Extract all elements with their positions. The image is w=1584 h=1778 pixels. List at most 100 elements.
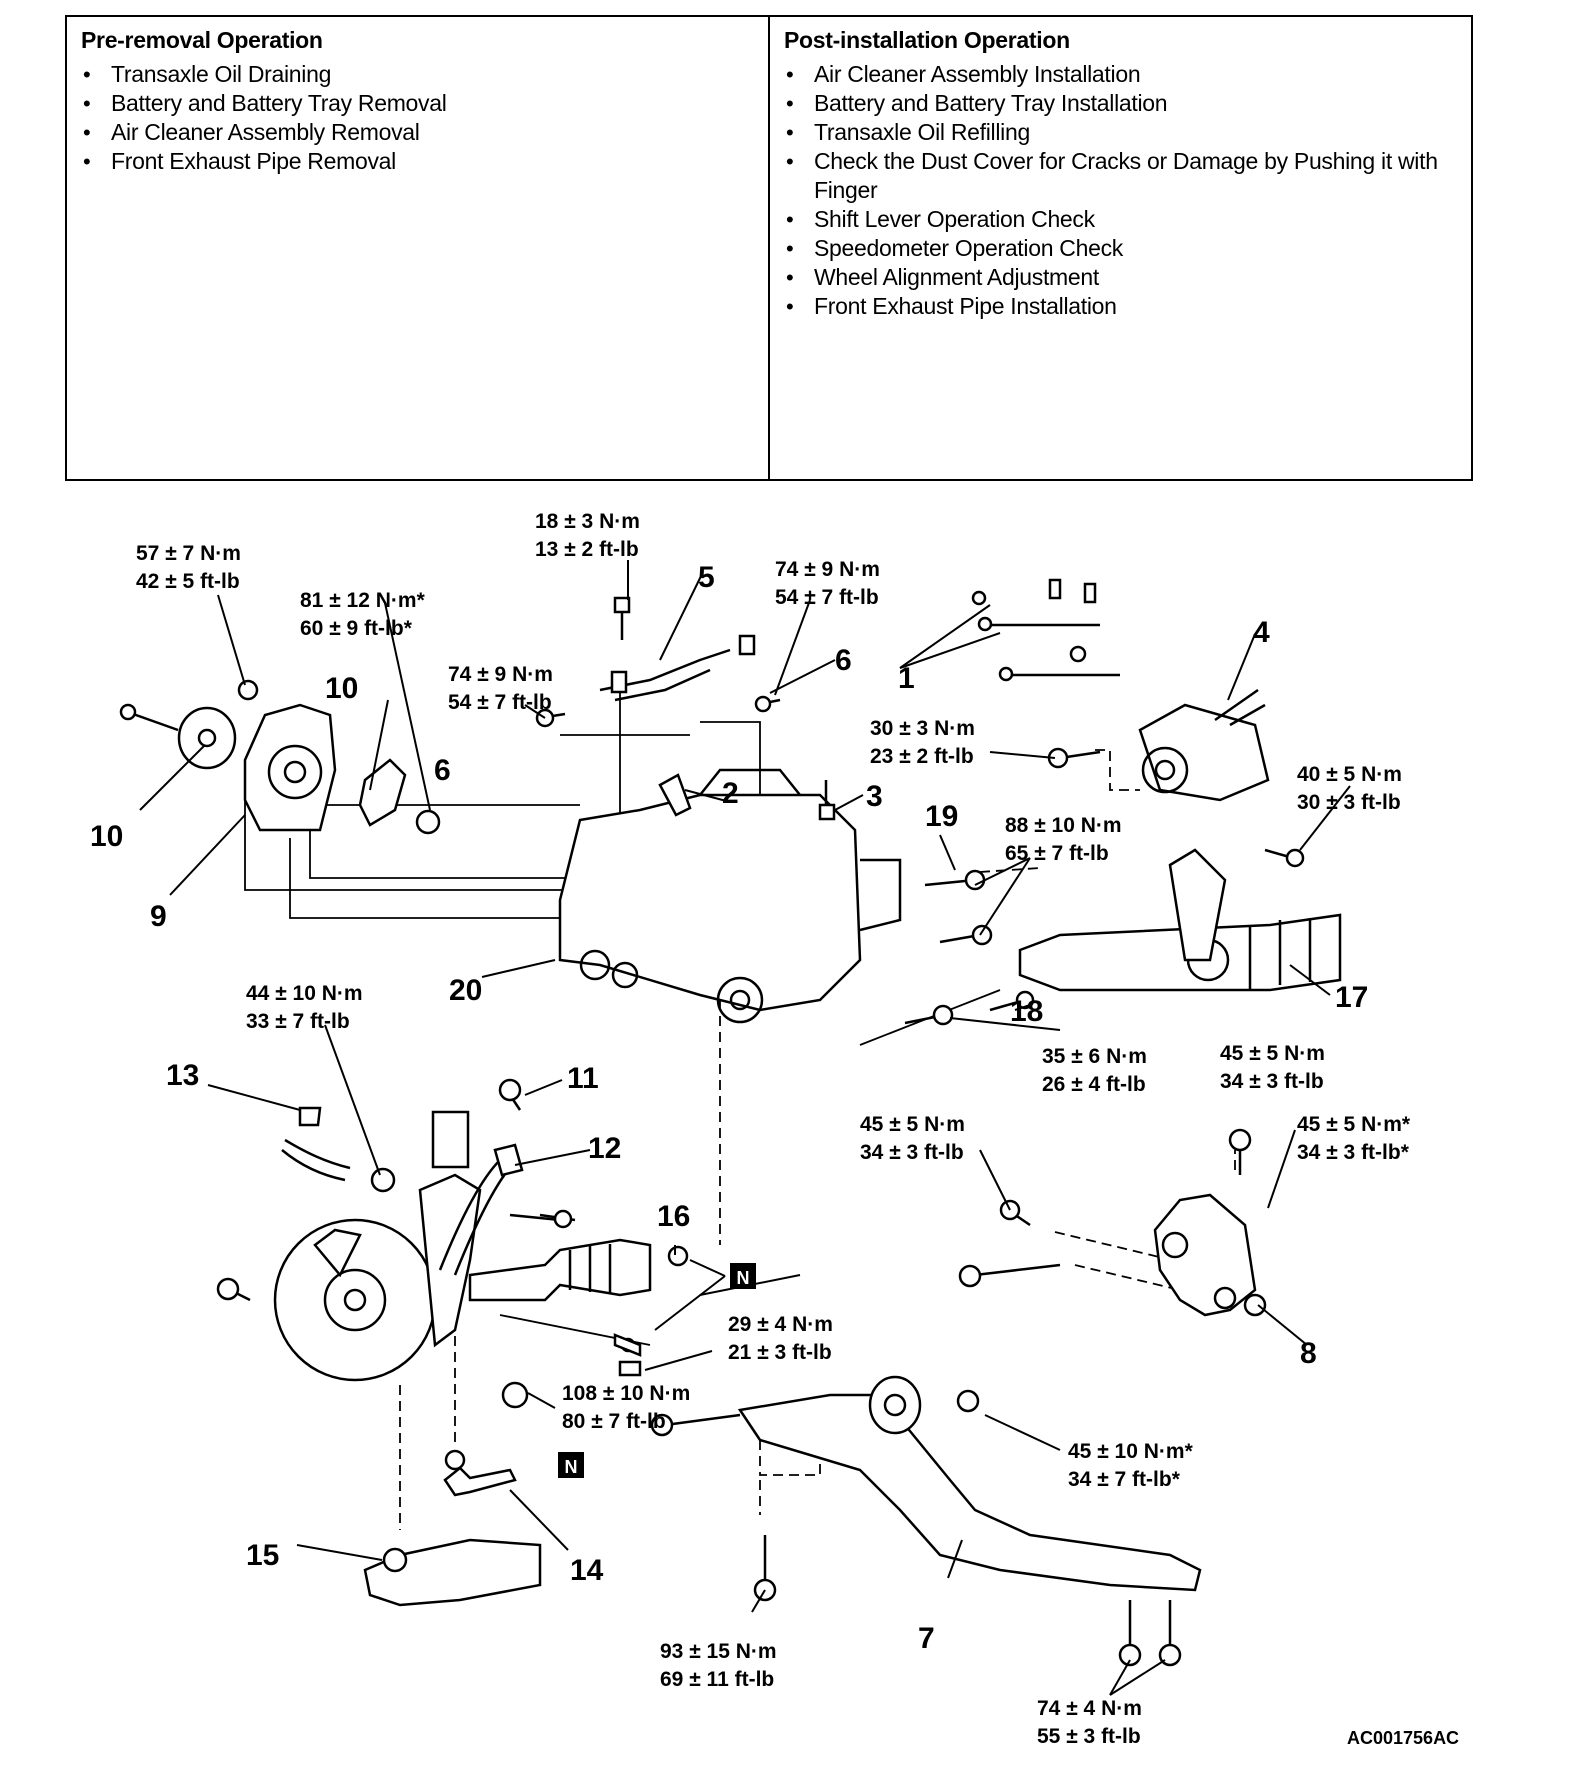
torque-label-nm: 29 ± 4 N·m (728, 1313, 833, 1336)
part-number: 11 (567, 1062, 599, 1095)
torque-label-ftlb: 26 ± 4 ft-lb (1042, 1073, 1146, 1096)
figure-code: AC001756AC (1347, 1728, 1459, 1748)
pre-removal-item: Air Cleaner Assembly Removal (81, 118, 754, 147)
part-number: 7 (918, 1622, 935, 1655)
torque-label-nm: 44 ± 10 N·m (246, 982, 363, 1005)
torque-label-ftlb: 65 ± 7 ft-lb (1005, 842, 1109, 865)
leader-lines (139, 560, 1351, 1696)
torque-label-ftlb: 34 ± 7 ft-lb* (1068, 1468, 1181, 1491)
part-number: 18 (1010, 995, 1043, 1028)
post-installation-item: Speedometer Operation Check (784, 234, 1457, 263)
torque-label-nm: 74 ± 9 N·m (448, 663, 553, 686)
post-installation-item: Air Cleaner Assembly Installation (784, 60, 1457, 89)
torque-label-ftlb: 42 ± 5 ft-lb (136, 570, 240, 593)
pre-removal-item: Front Exhaust Pipe Removal (81, 147, 754, 176)
mount-nut (237, 679, 441, 835)
torque-label-nm: 81 ± 12 N·m* (300, 589, 426, 612)
n-mark-box (730, 1263, 756, 1289)
n-mark: N (565, 1457, 578, 1477)
torque-label-nm: 45 ± 5 N·m (1220, 1042, 1325, 1065)
part-number: 4 (1253, 616, 1270, 649)
engine-mount (1153, 1193, 1267, 1317)
operations-table: Pre-removal Operation Transaxle Oil Drai… (65, 15, 1473, 481)
torque-label-ftlb: 33 ± 7 ft-lb (246, 1010, 350, 1033)
post-installation-item: Battery and Battery Tray Installation (784, 89, 1457, 118)
torque-label-ftlb: 23 ± 2 ft-lb (870, 745, 974, 768)
assembly-guides (244, 675, 1236, 1530)
torque-label-nm: 93 ± 15 N·m (660, 1640, 777, 1663)
torque-label-ftlb: 13 ± 2 ft-lb (535, 538, 639, 561)
torque-label-ftlb: 54 ± 7 ft-lb (448, 691, 552, 714)
transaxle-mount-bracket (243, 703, 337, 832)
part-number: 1 (898, 662, 915, 695)
pre-removal-item: Battery and Battery Tray Removal (81, 89, 754, 118)
torque-label-ftlb: 69 ± 11 ft-lb (660, 1668, 774, 1691)
knuckle-assembly (273, 1110, 482, 1382)
post-installation-column: Post-installation Operation Air Cleaner … (770, 17, 1471, 479)
drive-shaft (1018, 848, 1342, 992)
torque-label-nm: 74 ± 9 N·m (775, 558, 880, 581)
pre-removal-column: Pre-removal Operation Transaxle Oil Drai… (67, 17, 770, 479)
sensor-and-bracket (281, 1106, 351, 1182)
torque-label-nm: 45 ± 5 N·m* (1297, 1113, 1411, 1136)
harness-connectors (599, 596, 756, 702)
torque-label-nm: 45 ± 5 N·m (860, 1113, 965, 1136)
part-number: 2 (722, 777, 739, 810)
torque-label-ftlb: 80 ± 7 ft-lb (562, 1410, 666, 1433)
torque-label-ftlb: 34 ± 3 ft-lb (860, 1141, 964, 1164)
part-number: 14 (570, 1554, 604, 1587)
outer-drive-shaft (468, 1238, 689, 1302)
crossmember (737, 1375, 1202, 1592)
cables (971, 578, 1120, 682)
bolts-group (216, 695, 1305, 1667)
part-number-callouts: 1 2 3 4 5 6 6 7 8 9 10 10 11 12 13 14 15… (90, 561, 1368, 1655)
n-mark: N (737, 1268, 750, 1288)
torque-label-ftlb: 54 ± 7 ft-lb (775, 586, 879, 609)
post-installation-item: Transaxle Oil Refilling (784, 118, 1457, 147)
pre-removal-list: Transaxle Oil Draining Battery and Batte… (81, 60, 754, 176)
part-number: 5 (698, 561, 715, 594)
part-number: 6 (434, 754, 451, 787)
post-installation-heading: Post-installation Operation (784, 27, 1070, 53)
torque-label-ftlb: 55 ± 3 ft-lb (1037, 1725, 1141, 1748)
torque-label-nm: 57 ± 7 N·m (136, 542, 241, 565)
part-number: 6 (835, 644, 852, 677)
mount-stopper-washer (119, 703, 237, 770)
part-number: 9 (150, 900, 167, 933)
post-installation-item: Wheel Alignment Adjustment (784, 263, 1457, 292)
post-installation-item: Check the Dust Cover for Cracks or Damag… (784, 147, 1457, 205)
n-mark-box (558, 1452, 584, 1478)
pre-removal-item: Transaxle Oil Draining (81, 60, 754, 89)
post-installation-item: Front Exhaust Pipe Installation (784, 292, 1457, 321)
part-number: 10 (325, 672, 358, 705)
torque-label-nm: 74 ± 4 N·m (1037, 1697, 1142, 1720)
transaxle-case (558, 768, 902, 1024)
torque-label-nm: 40 ± 5 N·m (1297, 763, 1402, 786)
tie-rod-end (443, 1449, 517, 1497)
part-number: 19 (925, 800, 958, 833)
torque-label-nm: 88 ± 10 N·m (1005, 814, 1122, 837)
torque-label-ftlb: 60 ± 9 ft-lb* (300, 617, 413, 640)
non-reusable-marks: N N (558, 1263, 756, 1478)
torque-label-nm: 18 ± 3 N·m (535, 510, 640, 533)
torque-label-nm: 108 ± 10 N·m (562, 1382, 690, 1405)
torque-label-ftlb: 21 ± 3 ft-lb (728, 1341, 832, 1364)
connectors-small (658, 773, 836, 821)
part-number: 15 (246, 1539, 279, 1572)
post-installation-item: Shift Lever Operation Check (784, 205, 1457, 234)
mount-stopper (358, 758, 407, 827)
torque-label-nm: 35 ± 6 N·m (1042, 1045, 1147, 1068)
part-number: 8 (1300, 1337, 1317, 1370)
torque-label-nm: 45 ± 10 N·m* (1068, 1440, 1194, 1463)
part-number: 13 (166, 1059, 199, 1092)
torque-label-ftlb: 34 ± 3 ft-lb (1220, 1070, 1324, 1093)
part-number: 17 (1335, 981, 1368, 1014)
torque-labels: 57 ± 7 N·m 42 ± 5 ft-lb 81 ± 12 N·m* 60 … (136, 510, 1411, 1748)
part-number: 20 (449, 974, 482, 1007)
torque-label-nm: 30 ± 3 N·m (870, 717, 975, 740)
post-installation-list: Air Cleaner Assembly Installation Batter… (784, 60, 1457, 321)
part-number: 3 (866, 780, 883, 813)
part-number: 16 (657, 1200, 690, 1233)
part-number: 10 (90, 820, 123, 853)
